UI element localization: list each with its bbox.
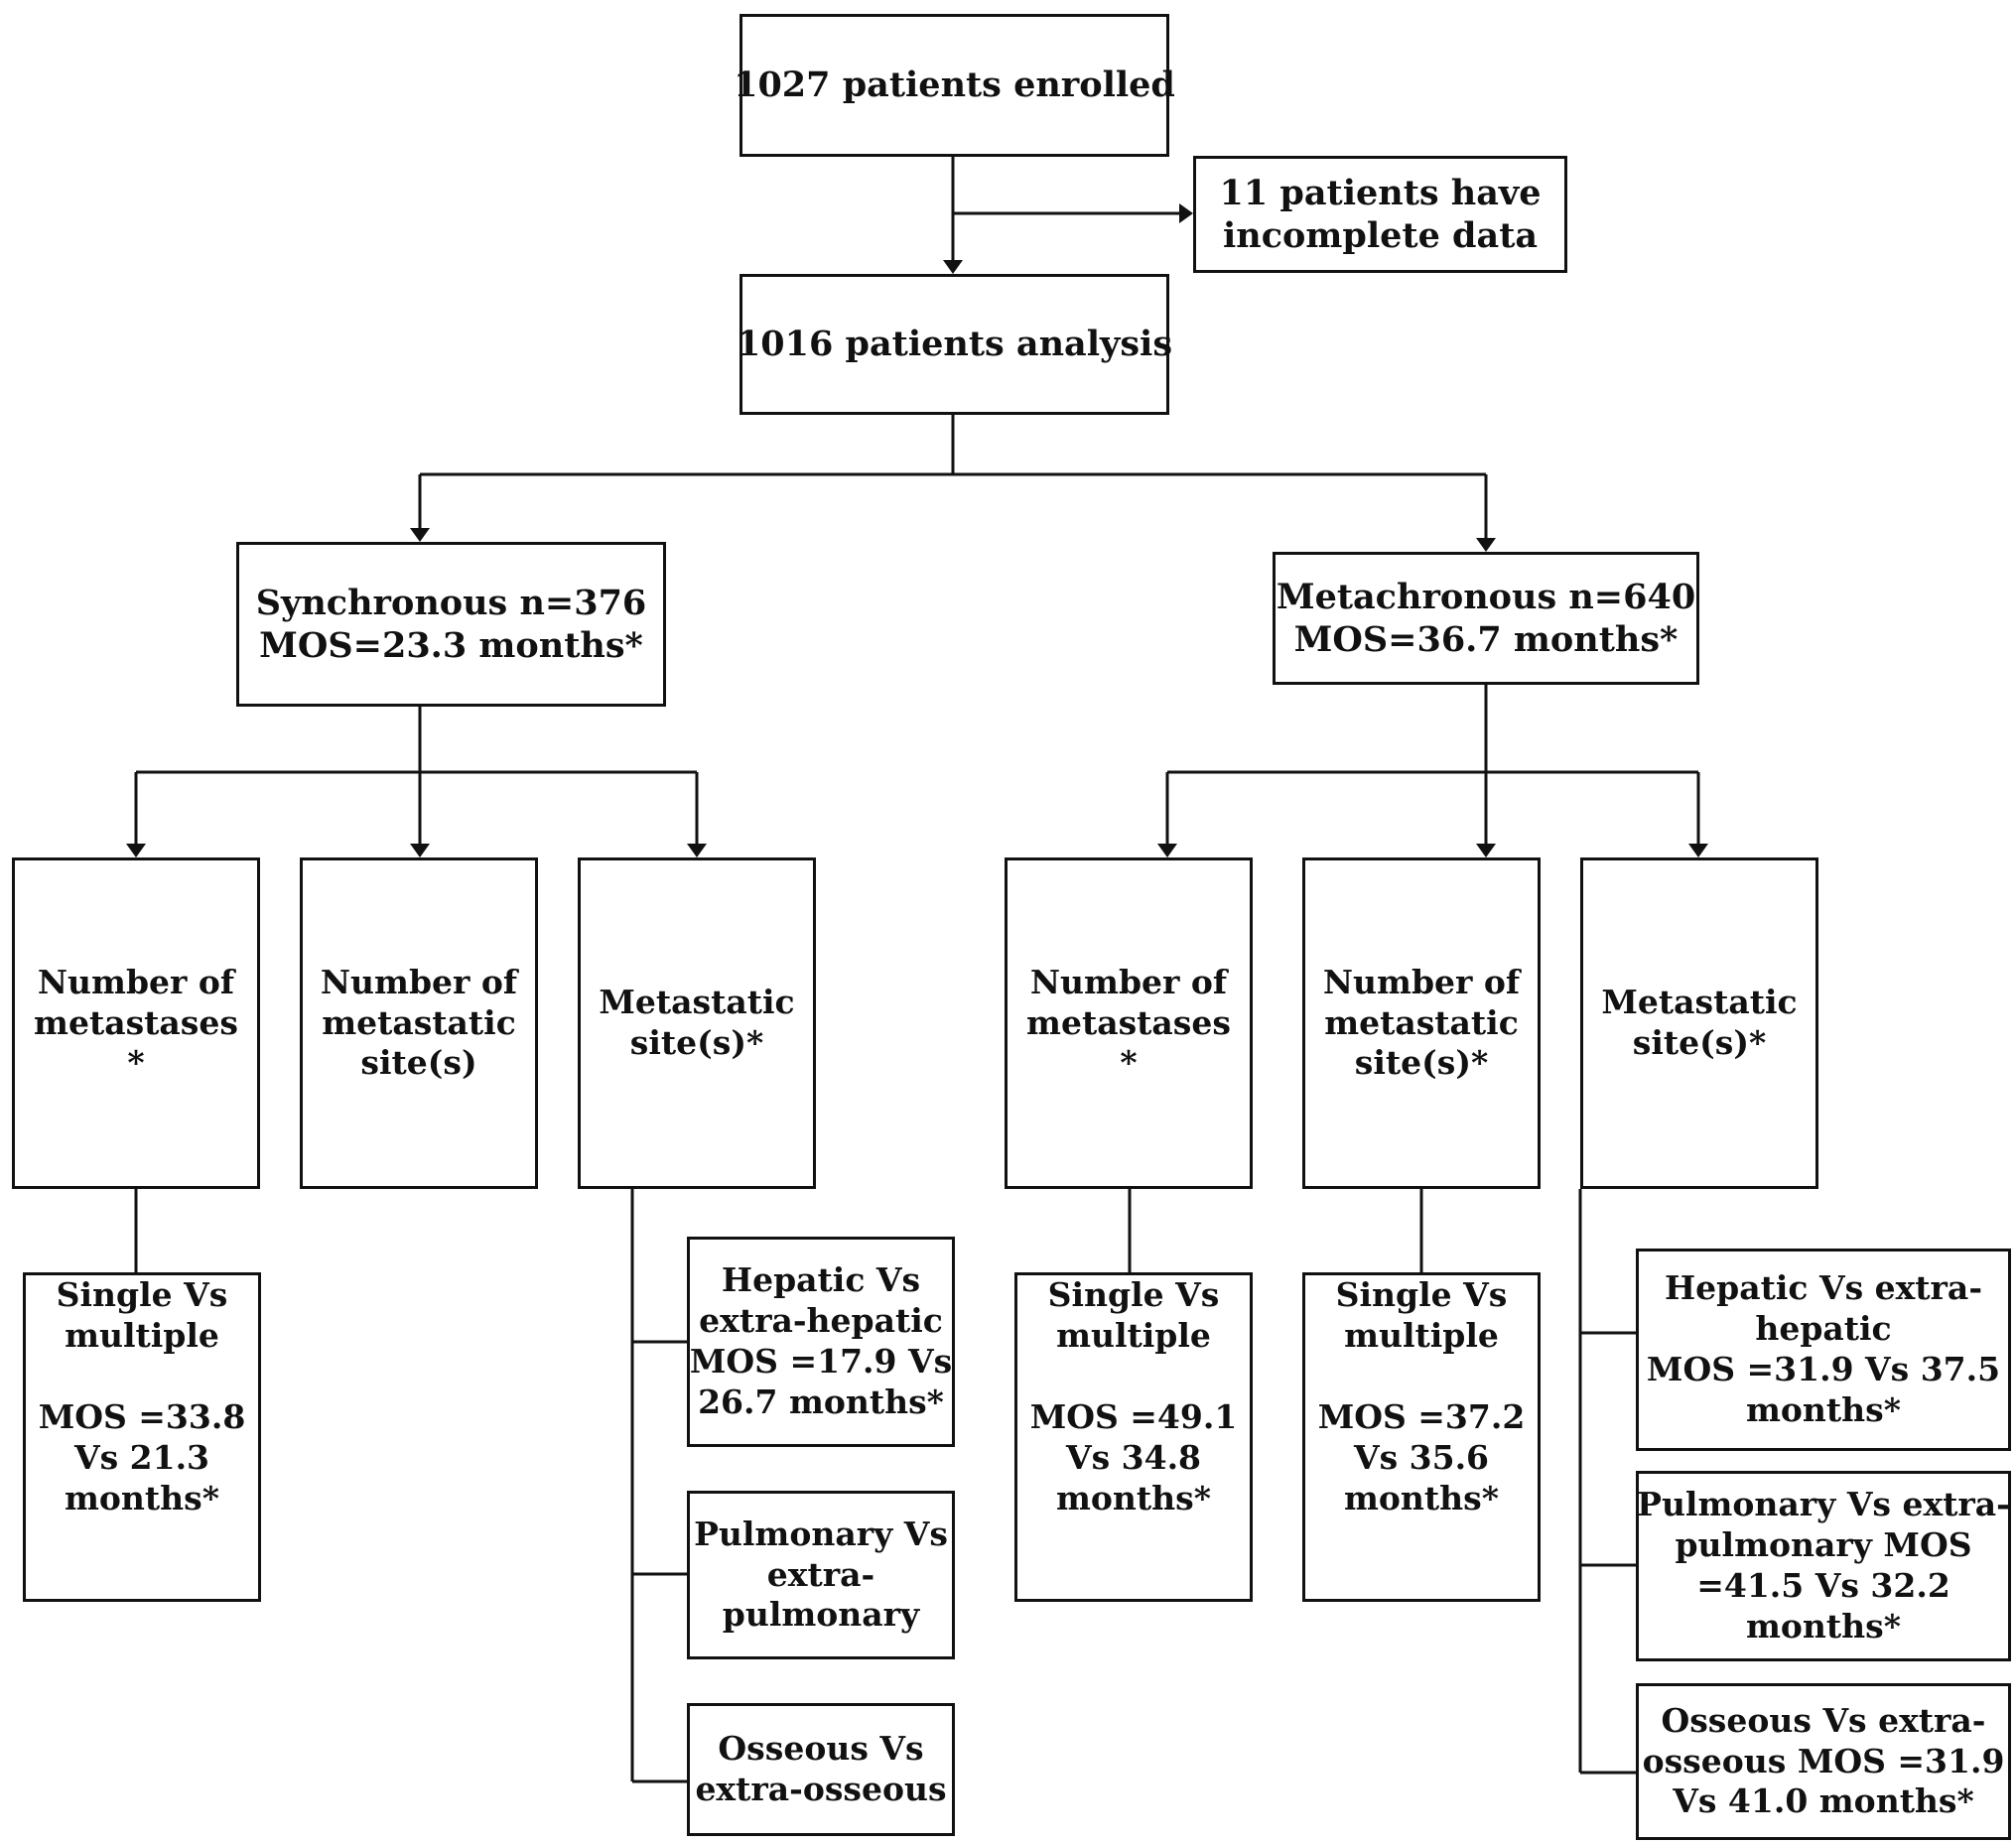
box-line: 26.7 months* [698,1382,944,1421]
box-line: MOS =17.9 Vs [689,1342,953,1381]
box-meta-number-of-metastatic-sites: Number of metastatic site(s)* [1302,857,1541,1189]
box-analysis: 1016 patients analysis [736,274,1173,415]
box-line: osseous MOS =31.9 [1642,1741,2005,1780]
box-line: metastases [34,1002,238,1042]
box-line: Osseous Vs extra- [1661,1700,1986,1740]
box-line: pulmonary [722,1595,920,1635]
box-meta-number-single-vs-multiple: Single Vs multiple MOS =49.1 Vs 34.8 mon… [1014,1272,1253,1602]
box-line: Number of [37,962,235,1001]
box-line: metastatic [322,1002,516,1042]
box-line: Pulmonary Vs [694,1514,948,1553]
box-line: months* [1056,1478,1211,1517]
box-line: site(s)* [1354,1043,1489,1083]
box-meta-hepatic: Hepatic Vs extra- hepatic MOS =31.9 Vs 3… [1636,1249,2011,1451]
box-line: Number of [1029,962,1228,1001]
box-metachronous: Metachronous n=640 MOS=36.7 months* [1273,552,1699,685]
box-line: pulmonary MOS [1675,1525,1972,1565]
box-line: multiple [1344,1315,1499,1355]
box-sync-hepatic: Hepatic Vs extra-hepatic MOS =17.9 Vs 26… [687,1237,955,1447]
box-line: site(s)* [629,1023,764,1062]
box-line: 11 patients have [1219,172,1542,213]
box-line: Single Vs [1335,1275,1508,1314]
box-sync-metastatic-sites: Metastatic site(s)* [578,857,816,1189]
box-line: Vs 35.6 [1353,1437,1490,1477]
box-line: Hepatic Vs [721,1260,921,1300]
box-line: metastases [1026,1002,1231,1042]
box-enrolled: 1027 patients enrolled [734,14,1175,157]
box-meta-sites-single-vs-multiple: Single Vs multiple MOS =37.2 Vs 35.6 mon… [1302,1272,1541,1602]
box-line: Osseous Vs [718,1729,924,1769]
box-line: MOS =37.2 [1317,1396,1526,1436]
box-meta-number-of-metastases: Number of metastases * [1005,857,1253,1189]
box-line: Pulmonary Vs extra- [1637,1485,2010,1524]
box-line: MOS =33.8 [38,1396,246,1436]
box-sync-number-of-metastases: Number of metastases * [12,857,260,1189]
box-line: Single Vs [1047,1275,1220,1314]
box-line: MOS =31.9 Vs 37.5 [1646,1350,2001,1388]
box-line: hepatic [1755,1309,1892,1349]
box-line: 1027 patients enrolled [734,65,1175,106]
box-line: multiple [65,1315,219,1355]
box-line: Single Vs [56,1275,228,1314]
box-line: multiple [1056,1315,1211,1355]
box-line: * [127,1043,145,1083]
box-line: extra-hepatic [699,1301,943,1341]
box-sync-single-vs-multiple: Single Vs multiple MOS =33.8 Vs 21.3 mon… [23,1272,261,1602]
box-sync-osseous: Osseous Vs extra-osseous [687,1703,955,1836]
box-meta-metastatic-sites: Metastatic site(s)* [1580,857,1818,1189]
box-line: metastatic [1324,1002,1519,1042]
box-line: site(s)* [1632,1023,1767,1062]
box-meta-osseous: Osseous Vs extra- osseous MOS =31.9 Vs 4… [1636,1683,2011,1840]
box-line: Metastatic [1601,983,1798,1022]
box-line: Metachronous n=640 [1276,576,1696,617]
box-line: 1016 patients analysis [736,324,1173,365]
box-line: MOS =49.1 [1029,1396,1238,1436]
box-line: =41.5 Vs 32.2 [1696,1566,1950,1605]
box-synchronous: Synchronous n=376 MOS=23.3 months* [236,542,666,707]
box-line: months* [1746,1389,1901,1429]
box-meta-pulmonary: Pulmonary Vs extra- pulmonary MOS =41.5 … [1636,1471,2011,1661]
box-line: Vs 41.0 months* [1673,1781,1974,1821]
box-line: * [1120,1043,1138,1083]
box-excluded: 11 patients have incomplete data [1193,156,1567,273]
box-line: Number of [1322,962,1521,1001]
box-line: months* [65,1478,219,1517]
box-line: incomplete data [1222,215,1539,256]
box-line: Hepatic Vs extra- [1664,1268,1983,1308]
box-line: months* [1344,1478,1499,1517]
box-line: Metastatic [599,983,795,1022]
box-line: months* [1746,1606,1901,1646]
box-line: Number of [320,962,518,1001]
box-line: site(s) [360,1043,477,1083]
box-sync-pulmonary: Pulmonary Vs extra- pulmonary [687,1491,955,1659]
box-line: Vs 21.3 [73,1437,210,1477]
box-line: Vs 34.8 [1065,1437,1202,1477]
box-line: MOS=36.7 months* [1293,619,1679,660]
box-line: MOS=23.3 months* [259,625,643,666]
box-sync-number-of-metastatic-sites: Number of metastatic site(s) [300,857,538,1189]
box-line: extra-osseous [695,1770,947,1808]
box-line: extra- [766,1554,875,1594]
box-line: Synchronous n=376 [255,582,647,623]
